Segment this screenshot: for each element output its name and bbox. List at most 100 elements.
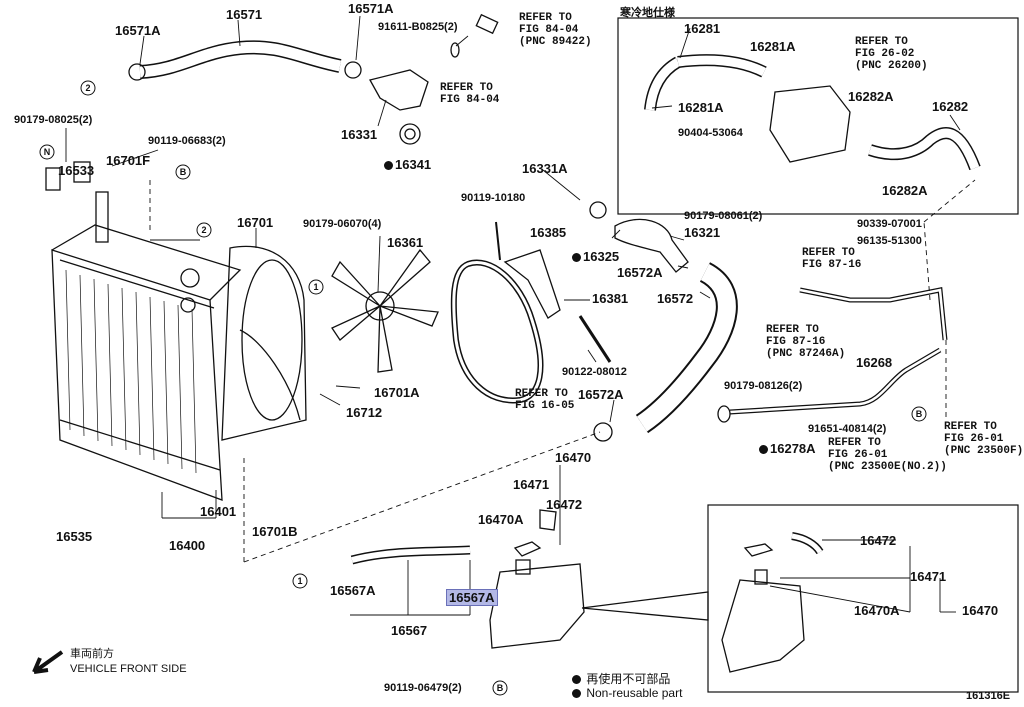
thermostat-16341 [399,123,421,145]
part-number-text: 16325 [583,249,620,264]
part-number-90339-07001[interactable]: 90339-07001 [857,218,922,230]
part-number-16331[interactable]: 16331 [341,127,378,142]
part-number-16571A[interactable]: 16571A [115,23,161,38]
hose-clamp [128,63,146,81]
part-number-16701A[interactable]: 16701A [374,385,420,400]
reference-fig-84-04-pnc[interactable]: REFER TO FIG 84-04 (PNC 89422) [519,12,592,48]
fan-shroud-16701 [221,245,307,441]
part-number-96135-51300[interactable]: 96135-51300 [857,235,922,247]
vehicle-front-label: 車両前方 VEHICLE FRONT SIDE [70,647,187,677]
vehicle-front-en: VEHICLE FRONT SIDE [70,663,187,675]
marker-2-circle [80,80,96,96]
part-number-91651-40814[interactable]: 91651-40814(2) [808,423,887,435]
part-number-16571A[interactable]: 16571A [348,1,394,16]
part-number-16567A-highlighted[interactable]: 16567A [446,589,498,606]
inset-part-number-16470[interactable]: 16470 [962,603,999,618]
reference-fig-16-05[interactable]: REFER TO FIG 16-05 [515,388,575,412]
part-number-16281[interactable]: 16281 [684,21,721,36]
fan-belt [450,259,544,404]
marker-glyph: B [180,167,187,177]
part-number-16361[interactable]: 16361 [387,235,424,250]
part-number-90119-06479[interactable]: 90119-06479(2) [384,682,462,694]
reservoir-16470 [489,563,585,649]
part-number-16381[interactable]: 16381 [592,291,629,306]
reference-fig-87-16-pnc[interactable]: REFER TO FIG 87-16 (PNC 87246A) [766,324,846,360]
legend-non-reusable-en: Non-reusable part [572,686,682,700]
part-number-16535[interactable]: 16535 [56,529,93,544]
part-number-16325[interactable]: 16325 [572,250,619,263]
part-number-16400[interactable]: 16400 [169,538,206,553]
radiator-16400 [51,249,223,501]
part-number-16471[interactable]: 16471 [513,477,550,492]
marker-glyph: 1 [297,576,302,586]
part-number-16268[interactable]: 16268 [856,355,893,370]
marker-glyph: B [916,409,923,419]
non-reusable-icon [759,445,768,454]
part-number-16281A[interactable]: 16281A [678,100,724,115]
part-number-16470A[interactable]: 16470A [478,512,524,527]
water-outlet-16331 [369,69,429,111]
part-number-90119-06683[interactable]: 90119-06683(2) [148,135,226,147]
marker-n-circle [39,144,55,160]
part-number-16321[interactable]: 16321 [684,225,721,240]
fan-16361 [331,248,439,373]
heater-valve [769,85,851,163]
part-number-text: 16341 [395,157,432,172]
reference-fig-84-04[interactable]: REFER TO FIG 84-04 [440,82,500,106]
vehicle-front-jp: 車両前方 [70,648,114,660]
part-number-90179-08061[interactable]: 90179-08061(2) [684,210,763,222]
part-number-text: 16278A [770,441,816,456]
inset-part-number-16472[interactable]: 16472 [860,533,897,548]
reference-fig-26-01-23500F[interactable]: REFER TO FIG 26-01 (PNC 23500F) [944,421,1024,457]
inset-part-number-16471[interactable]: 16471 [910,569,947,584]
legend-jp-text: 再使用不可部品 [586,672,671,686]
non-reusable-icon [572,689,581,698]
marker-2-circle [196,222,212,238]
part-number-90404-53064[interactable]: 90404-53064 [678,127,743,139]
part-number-16341[interactable]: 16341 [384,158,431,171]
inset-part-number-16470A[interactable]: 16470A [854,603,900,618]
part-number-16701F[interactable]: 16701F [106,153,151,168]
radiator-cap [180,268,200,288]
part-number-16281A[interactable]: 16281A [750,39,796,54]
hose-clamp [344,61,362,79]
part-number-16470[interactable]: 16470 [555,450,592,465]
part-number-16567A[interactable]: 16567A [330,583,376,598]
part-number-16401[interactable]: 16401 [200,504,237,519]
part-number-16572A[interactable]: 16572A [617,265,663,280]
reference-fig-26-02[interactable]: REFER TO FIG 26-02 (PNC 26200) [855,36,928,72]
part-number-16572A[interactable]: 16572A [578,387,624,402]
front-arrow-icon [32,650,64,674]
reference-fig-26-01-23500E[interactable]: REFER TO FIG 26-01 (PNC 23500E(NO.2)) [828,437,947,473]
part-number-16331A[interactable]: 16331A [522,161,568,176]
legend-en-text: Non-reusable part [586,686,683,700]
part-number-16571[interactable]: 16571 [226,7,263,22]
part-number-90122-08012[interactable]: 90122-08012 [562,366,627,378]
part-number-90179-08025[interactable]: 90179-08025(2) [14,114,93,126]
part-number-16701B[interactable]: 16701B [252,524,298,539]
marker-1-circle [308,279,324,295]
part-number-16472[interactable]: 16472 [546,497,583,512]
part-number-16533[interactable]: 16533 [58,163,95,178]
reservoir-detail [721,579,805,673]
part-number-16712[interactable]: 16712 [346,405,383,420]
part-number-16278A[interactable]: 16278A [759,442,816,455]
part-number-90179-08126[interactable]: 90179-08126(2) [724,380,803,392]
marker-1-circle [292,573,308,589]
cold-region-inset-box [617,17,1019,215]
part-number-16567[interactable]: 16567 [391,623,428,638]
part-number-90119-10180[interactable]: 90119-10180 [461,192,526,204]
part-number-90179-06070[interactable]: 90179-06070(4) [303,218,382,230]
marker-b-circle [175,164,191,180]
part-number-16282A[interactable]: 16282A [882,183,928,198]
part-number-16282[interactable]: 16282 [932,99,969,114]
reference-fig-87-16[interactable]: REFER TO FIG 87-16 [802,247,862,271]
part-number-16572[interactable]: 16572 [657,291,694,306]
part-number-16385[interactable]: 16385 [530,225,567,240]
non-reusable-icon [384,161,393,170]
marker-glyph: B [497,683,504,693]
part-number-16701[interactable]: 16701 [237,215,274,230]
part-number-91611[interactable]: 91611-B0825(2) [378,21,458,33]
part-number-16282A[interactable]: 16282A [848,89,894,104]
